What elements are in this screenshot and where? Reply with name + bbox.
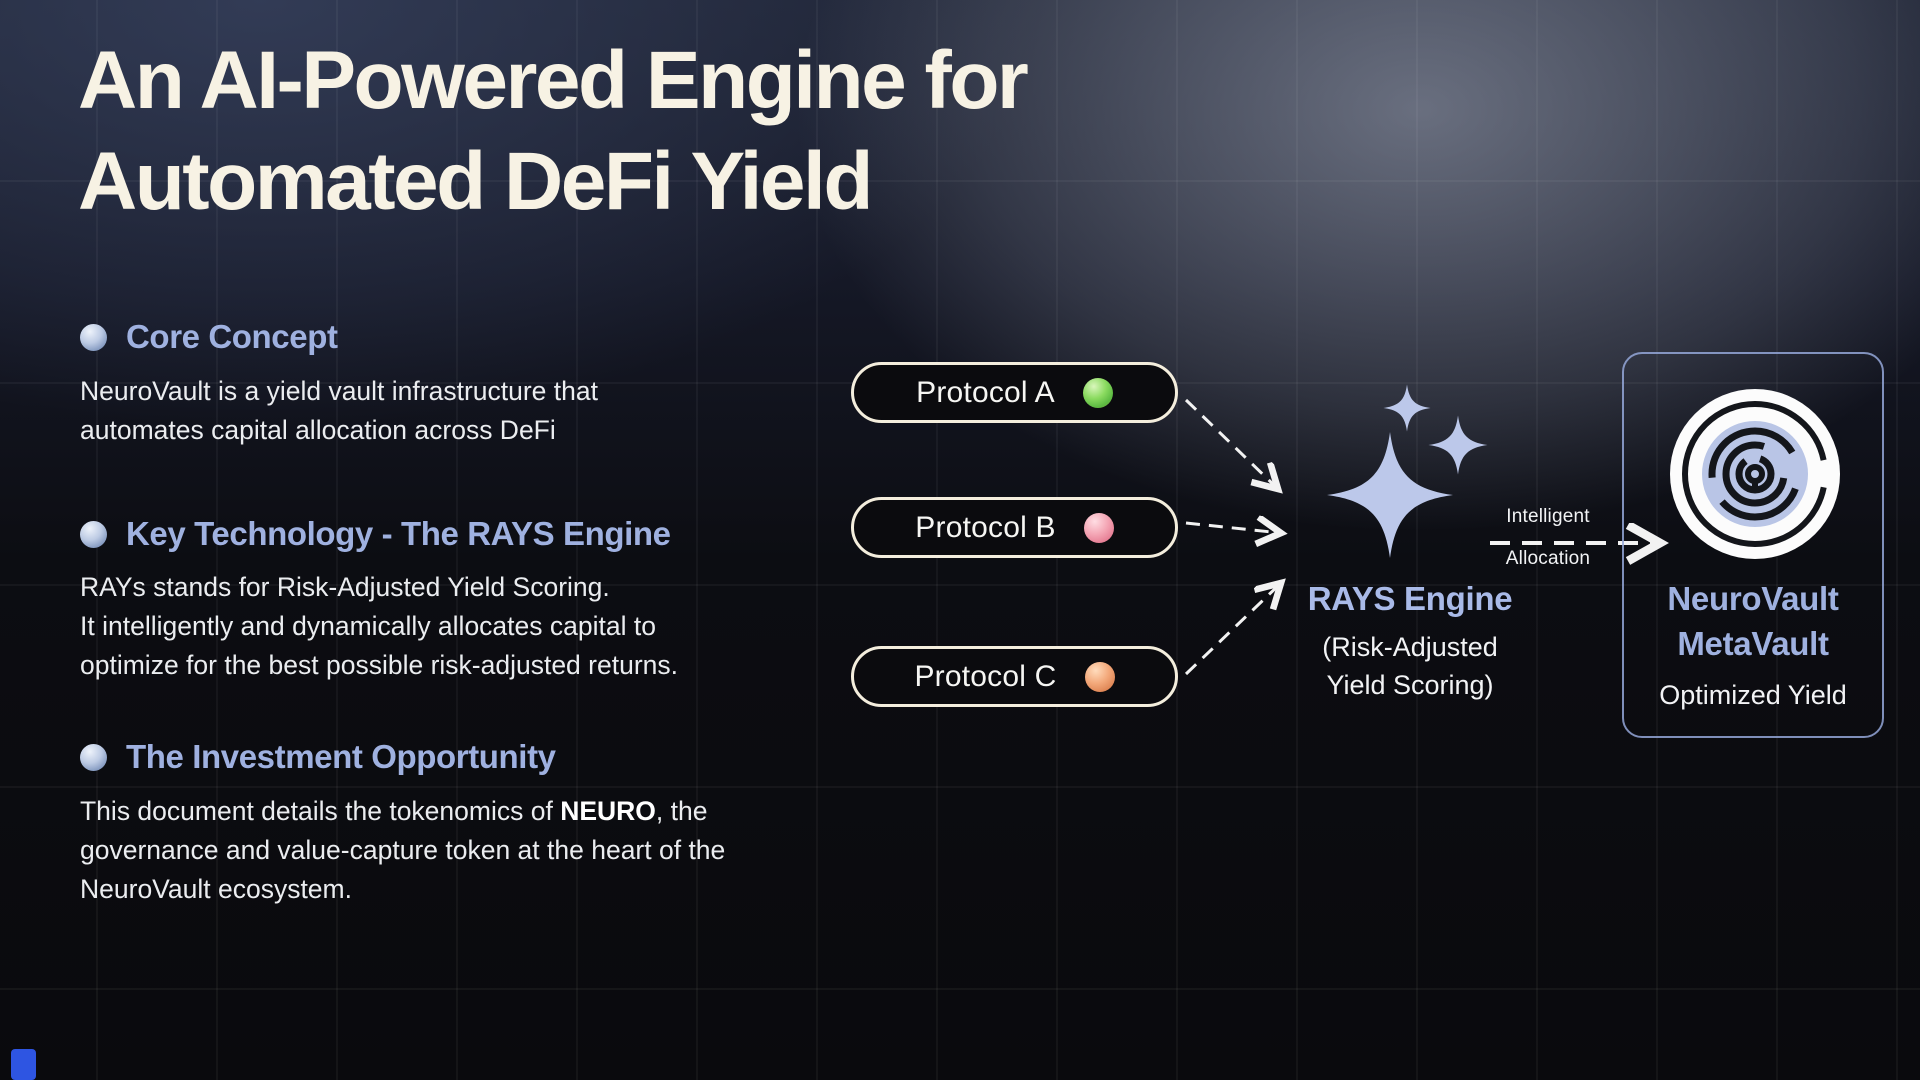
metavault-title: NeuroVault MetaVault	[1624, 576, 1882, 666]
section-body-investment-opportunity: This document details the tokenomics of …	[80, 792, 770, 909]
rays-engine-subtitle-line2: Yield Scoring)	[1326, 670, 1494, 700]
metavault-title-line2: MetaVault	[1677, 625, 1829, 662]
body-line: NeuroVault is a yield vault infrastructu…	[80, 376, 598, 406]
sphere-bullet-icon	[80, 520, 107, 548]
section-heading-label: Core Concept	[126, 318, 338, 355]
status-dot-green	[1082, 377, 1113, 408]
section-heading-label: Key Technology - The RAYS Engine	[126, 515, 671, 552]
status-dot-pink	[1083, 512, 1114, 543]
protocol-c-pill: Protocol C	[851, 646, 1178, 707]
body-line: It intelligently and dynamically allocat…	[80, 611, 656, 641]
metavault-title-line1: NeuroVault	[1667, 580, 1839, 617]
sphere-bullet-icon	[80, 323, 107, 351]
allocation-label: Allocation	[1505, 548, 1591, 569]
protocol-label: Protocol B	[915, 510, 1056, 544]
maze-vault-logo-icon	[1668, 387, 1842, 561]
status-dot-orange	[1084, 661, 1115, 692]
section-heading-key-technology: Key Technology - The RAYS Engine	[80, 515, 671, 553]
arrow-protocol-a	[1184, 398, 1278, 489]
section-heading-core-concept: Core Concept	[80, 318, 338, 356]
protocol-b-pill: Protocol B	[851, 497, 1178, 558]
body-text: , the governance and value-capture token…	[80, 796, 726, 904]
body-text: This document details the tokenomics of	[80, 796, 561, 826]
rays-engine-title: RAYS Engine	[1307, 580, 1513, 617]
body-line: automates capital allocation across DeFi	[80, 415, 556, 445]
sphere-bullet-icon	[80, 743, 107, 771]
protocol-a-pill: Protocol A	[851, 362, 1178, 423]
blue-accent-fragment	[11, 1049, 36, 1080]
section-body-key-technology: RAYs stands for Risk-Adjusted Yield Scor…	[80, 568, 678, 685]
metavault-subtitle: Optimized Yield	[1659, 680, 1847, 710]
protocol-label: Protocol A	[916, 375, 1055, 409]
arrow-protocol-b	[1185, 523, 1281, 533]
sparkles-icon	[1316, 383, 1501, 568]
rays-engine-subtitle-line1: (Risk-Adjusted	[1322, 632, 1498, 662]
section-body-core-concept: NeuroVault is a yield vault infrastructu…	[80, 372, 598, 450]
section-heading-label: The Investment Opportunity	[126, 738, 556, 775]
metavault-card: NeuroVault MetaVault Optimized Yield	[1622, 352, 1884, 738]
neuro-token-name: NEURO	[560, 796, 656, 826]
slide-title-line1: An AI-Powered Engine for	[78, 35, 1029, 126]
body-line: optimize for the best possible risk-adju…	[80, 650, 678, 680]
body-line: RAYs stands for Risk-Adjusted Yield Scor…	[80, 572, 610, 602]
slide-title-line2: Automated DeFi Yield	[78, 136, 873, 227]
rays-engine-label: RAYS Engine (Risk-Adjusted Yield Scoring…	[1254, 580, 1566, 704]
protocol-label: Protocol C	[914, 659, 1057, 693]
rays-engine-subtitle: (Risk-Adjusted Yield Scoring)	[1254, 628, 1566, 704]
section-heading-investment-opportunity: The Investment Opportunity	[80, 738, 556, 776]
intelligent-label: Intelligent	[1506, 506, 1590, 527]
slide-title: An AI-Powered Engine for Automated DeFi …	[78, 30, 1029, 232]
